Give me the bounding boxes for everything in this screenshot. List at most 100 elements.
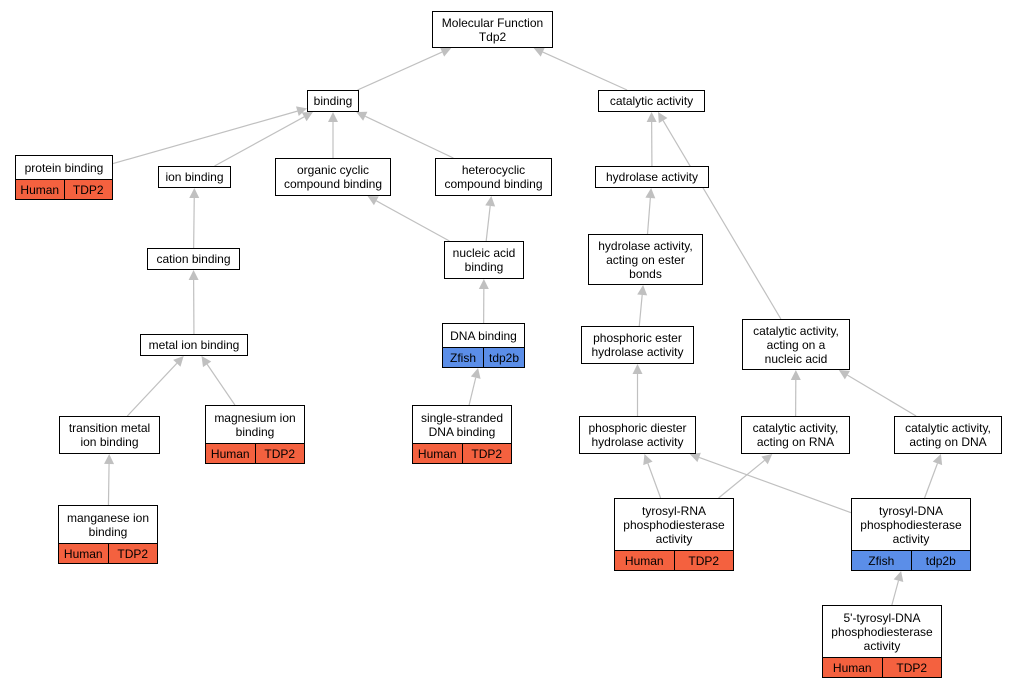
species-gene-row: Human TDP2 [59, 543, 157, 563]
node-5-tyrosyl-dna-phosphodiesterase-activity[interactable]: 5'-tyrosyl-DNA phosphodiesterase activit… [822, 605, 942, 678]
arrowhead [328, 112, 338, 122]
node-label: 5'-tyrosyl-DNA phosphodiesterase activit… [831, 610, 933, 653]
node-binding[interactable]: binding [307, 90, 359, 112]
node-label: catalytic activity [609, 94, 694, 108]
node-dna-binding[interactable]: DNA binding Zfish tdp2b [442, 323, 525, 368]
node-label: metal ion binding [148, 338, 240, 352]
edge-manganese-to-transition_metal [107, 463, 110, 506]
node-catalytic-activity-rna[interactable]: catalytic activity, acting on RNA [741, 416, 850, 454]
node-organic-cyclic-compound-binding[interactable]: organic cyclic compound binding [275, 158, 391, 196]
arrowhead [301, 112, 313, 122]
arrowhead [470, 368, 481, 379]
gene-tag[interactable]: tdp2b [483, 348, 524, 367]
edge-catalytic_nucleic-to-catalytic [662, 120, 782, 320]
species-gene-row: Human TDP2 [16, 179, 112, 199]
node-label: phosphoric ester hydrolase activity [591, 331, 684, 359]
node-transition-metal-ion-binding[interactable]: transition metal ion binding [59, 416, 160, 454]
species-tag[interactable]: Human [615, 551, 674, 570]
node-label: catalytic activity, acting on RNA [752, 421, 839, 449]
gene-tag[interactable]: TDP2 [881, 658, 941, 677]
node-label: heterocyclic compound binding [444, 163, 543, 191]
node-label: hydrolase activity [605, 170, 699, 184]
node-hydrolase-activity-ester-bonds[interactable]: hydrolase activity, acting on ester bond… [588, 234, 703, 285]
species-gene-row: Zfish tdp2b [443, 347, 524, 367]
node-magnesium-ion-binding[interactable]: magnesium ion binding Human TDP2 [205, 405, 305, 464]
arrowhead [761, 454, 773, 465]
species-gene-row: Human TDP2 [615, 550, 733, 570]
node-heterocyclic-compound-binding[interactable]: heterocyclic compound binding [435, 158, 552, 196]
node-label: transition metal ion binding [68, 421, 151, 449]
node-hydrolase-activity[interactable]: hydrolase activity [595, 166, 709, 188]
node-ion-binding[interactable]: ion binding [158, 166, 231, 188]
species-gene-row: Human TDP2 [206, 443, 304, 463]
node-tyrosyl-dna-phosphodiesterase-activity[interactable]: tyrosyl-DNA phosphodiesterase activity Z… [851, 498, 971, 571]
gene-tag[interactable]: TDP2 [254, 444, 304, 463]
species-tag[interactable]: Human [16, 180, 64, 199]
arrowhead [838, 370, 850, 380]
node-phosphoric-diester-hydrolase-activity[interactable]: phosphoric diester hydrolase activity [579, 416, 696, 454]
edge-tyrosyl_rna-to-catalytic_rna [718, 459, 765, 499]
edge-protein_binding-to-binding [112, 110, 298, 165]
edge-ssdna-to-dna_binding [468, 377, 477, 406]
species-tag[interactable]: Human [59, 544, 108, 563]
node-molecular-function[interactable]: Molecular Function Tdp2 [432, 11, 553, 48]
gene-tag[interactable]: TDP2 [63, 180, 112, 199]
node-protein-binding[interactable]: protein binding Human TDP2 [15, 155, 113, 200]
node-label: phosphoric diester hydrolase activity [588, 421, 687, 449]
edge-hydrolase_ester-to-hydrolase [646, 197, 651, 235]
arrowhead [367, 196, 379, 206]
arrowhead [643, 454, 653, 466]
species-gene-row: Human TDP2 [823, 657, 941, 677]
species-tag[interactable]: Human [823, 658, 882, 677]
gene-tag[interactable]: TDP2 [461, 444, 511, 463]
edge-nucleic_acid_binding-to-organic_cyclic [376, 200, 450, 242]
edge-tyrosyl_dna-to-phosphoric_diester [698, 456, 852, 514]
node-manganese-ion-binding[interactable]: manganese ion binding Human TDP2 [58, 505, 158, 564]
edge-tyrosyl_dna-to-catalytic_dna [924, 463, 939, 499]
gene-tag[interactable]: tdp2b [910, 551, 970, 570]
arrowhead [296, 106, 307, 116]
node-label: protein binding [24, 160, 104, 175]
species-tag[interactable]: Human [206, 444, 255, 463]
arrowhead [485, 196, 496, 207]
gene-tag[interactable]: TDP2 [673, 551, 733, 570]
species-tag[interactable]: Zfish [852, 551, 911, 570]
arrowhead [189, 188, 200, 199]
node-label: single-stranded DNA binding [420, 410, 504, 439]
arrowhead [932, 454, 943, 466]
node-metal-ion-binding[interactable]: metal ion binding [140, 334, 248, 356]
node-label: ion binding [165, 170, 224, 184]
edge-binding-to-root [357, 51, 443, 91]
node-label: hydrolase activity, acting on ester bond… [598, 238, 693, 281]
node-label: nucleic acid binding [452, 246, 516, 274]
gene-tag[interactable]: TDP2 [107, 544, 157, 563]
node-label: Molecular Function Tdp2 [441, 15, 544, 44]
node-catalytic-activity[interactable]: catalytic activity [598, 90, 705, 112]
arrowhead [893, 571, 904, 582]
species-tag[interactable]: Human [413, 444, 462, 463]
node-cation-binding[interactable]: cation binding [147, 248, 240, 270]
species-tag[interactable]: Zfish [443, 348, 483, 367]
node-phosphoric-ester-hydrolase-activity[interactable]: phosphoric ester hydrolase activity [581, 326, 694, 364]
edge-transition_metal-to-metal_ion [126, 362, 178, 417]
node-nucleic-acid-binding[interactable]: nucleic acid binding [444, 241, 524, 279]
node-label: DNA binding [450, 328, 517, 343]
arrowhead [646, 112, 657, 123]
node-catalytic-activity-nucleic-acid[interactable]: catalytic activity, acting on a nucleic … [742, 319, 850, 370]
edge-tyrosyl_rna-to-phosphoric_diester [647, 463, 662, 499]
arrowhead [201, 356, 212, 368]
node-label: tyrosyl-DNA phosphodiesterase activity [860, 503, 962, 546]
arrowhead [790, 370, 801, 381]
node-single-stranded-dna-binding[interactable]: single-stranded DNA binding Human TDP2 [412, 405, 512, 464]
edge-ion_binding-to-binding [214, 116, 305, 167]
arrowhead [645, 188, 656, 199]
arrowhead [658, 112, 668, 124]
node-catalytic-activity-dna[interactable]: catalytic activity, acting on DNA [894, 416, 1002, 454]
arrowhead [637, 285, 648, 296]
node-label: catalytic activity, acting on DNA [905, 421, 991, 449]
node-label: cation binding [156, 252, 231, 266]
node-label: organic cyclic compound binding [283, 163, 383, 191]
node-tyrosyl-rna-phosphodiesterase-activity[interactable]: tyrosyl-RNA phosphodiesterase activity H… [614, 498, 734, 571]
arrowhead [104, 454, 115, 465]
